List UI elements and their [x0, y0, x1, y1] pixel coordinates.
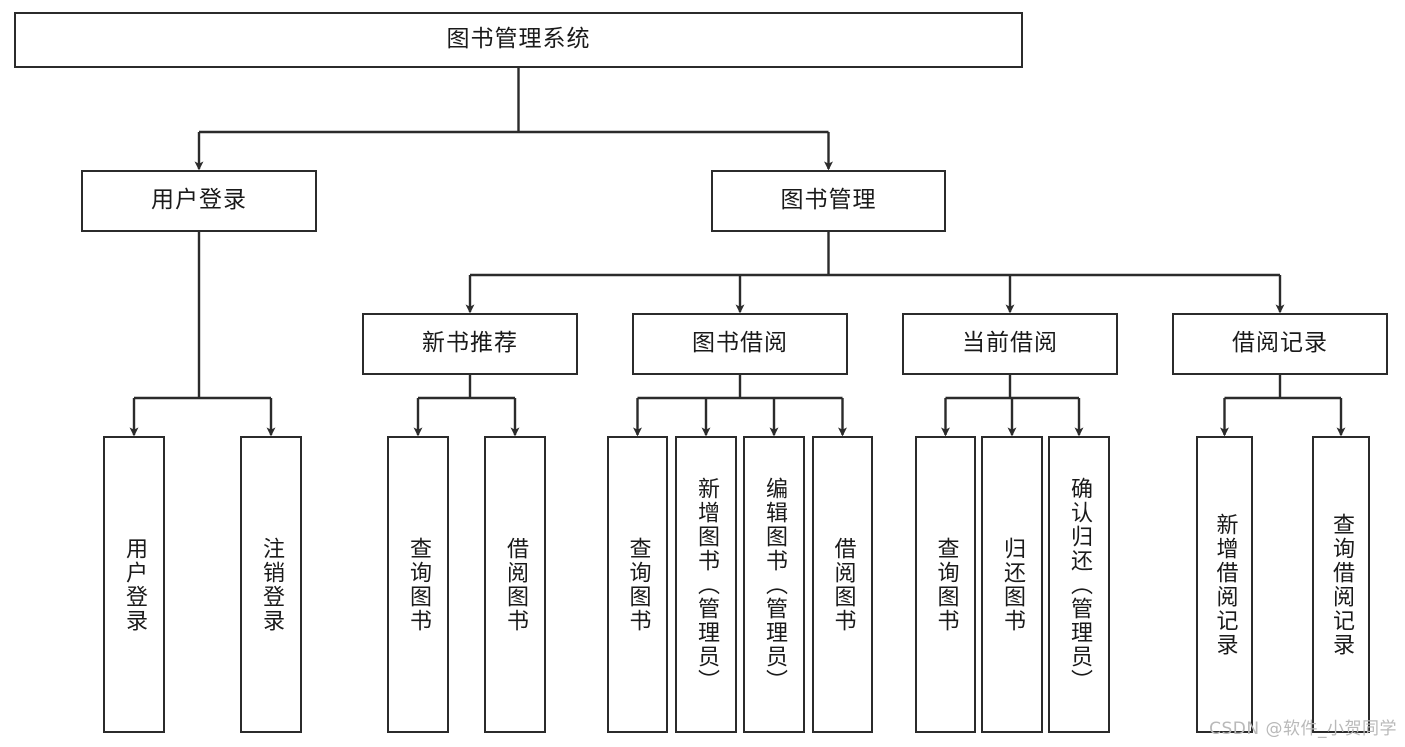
leaf-borrow-book-1-label: 借阅图书	[502, 536, 528, 633]
node-book-borrow[interactable]: 图书借阅	[632, 313, 848, 375]
node-new-book-recommend-label: 新书推荐	[422, 330, 518, 357]
connector-lines	[129, 68, 1346, 437]
leaf-add-book-label: 新增图书（管理员）	[693, 476, 719, 693]
leaf-logout[interactable]: 注销登录	[240, 436, 302, 733]
leaf-query-borrow-record-label: 查询借阅记录	[1328, 512, 1354, 657]
node-book-borrow-label: 图书借阅	[692, 330, 788, 357]
watermark: CSDN @软件_小贺同学	[1209, 719, 1397, 739]
leaf-add-book[interactable]: 新增图书（管理员）	[675, 436, 737, 733]
leaf-query-book-1[interactable]: 查询图书	[387, 436, 449, 733]
leaf-query-book-1-label: 查询图书	[405, 536, 431, 633]
leaf-add-borrow-record[interactable]: 新增借阅记录	[1196, 436, 1253, 733]
leaf-edit-book[interactable]: 编辑图书（管理员）	[743, 436, 805, 733]
leaf-confirm-return[interactable]: 确认归还（管理员）	[1048, 436, 1110, 733]
node-root-label: 图书管理系统	[446, 26, 591, 53]
node-current-borrow[interactable]: 当前借阅	[902, 313, 1118, 375]
leaf-return-book[interactable]: 归还图书	[981, 436, 1043, 733]
node-user-login-label: 用户登录	[151, 187, 247, 214]
leaf-borrow-book-2-label: 借阅图书	[830, 536, 856, 633]
leaf-query-borrow-record[interactable]: 查询借阅记录	[1312, 436, 1370, 733]
leaf-logout-label: 注销登录	[258, 536, 284, 633]
leaf-query-book-3[interactable]: 查询图书	[915, 436, 976, 733]
node-new-book-recommend[interactable]: 新书推荐	[362, 313, 578, 375]
leaf-user-login-label: 用户登录	[121, 536, 147, 633]
node-current-borrow-label: 当前借阅	[962, 330, 1058, 357]
node-borrow-records-label: 借阅记录	[1232, 330, 1328, 357]
leaf-user-login[interactable]: 用户登录	[103, 436, 165, 733]
leaf-query-book-3-label: 查询图书	[933, 536, 959, 633]
leaf-add-borrow-record-label: 新增借阅记录	[1212, 512, 1238, 657]
leaf-query-book-2-label: 查询图书	[625, 536, 651, 633]
leaf-return-book-label: 归还图书	[999, 536, 1025, 633]
node-user-login[interactable]: 用户登录	[81, 170, 317, 232]
node-book-management[interactable]: 图书管理	[711, 170, 946, 232]
leaf-borrow-book-2[interactable]: 借阅图书	[812, 436, 873, 733]
node-root[interactable]: 图书管理系统	[14, 12, 1023, 68]
leaf-query-book-2[interactable]: 查询图书	[607, 436, 668, 733]
node-borrow-records[interactable]: 借阅记录	[1172, 313, 1388, 375]
leaf-confirm-return-label: 确认归还（管理员）	[1066, 476, 1092, 693]
leaf-borrow-book-1[interactable]: 借阅图书	[484, 436, 546, 733]
leaf-edit-book-label: 编辑图书（管理员）	[761, 476, 787, 693]
node-book-management-label: 图书管理	[780, 187, 877, 214]
